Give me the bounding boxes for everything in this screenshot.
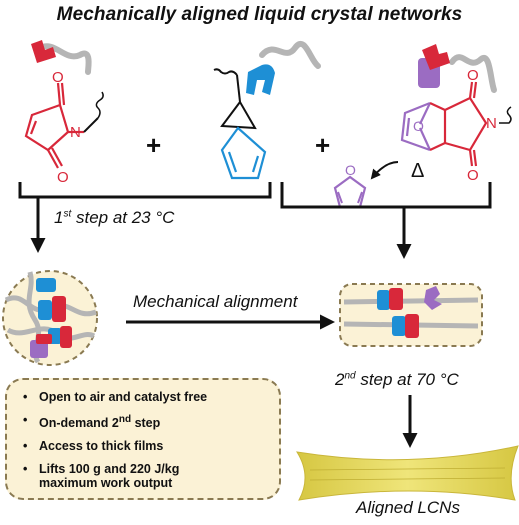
product-bracket xyxy=(280,182,492,259)
retro-reaction-arrow xyxy=(370,161,399,180)
feature-item: Open to air and catalyst free xyxy=(23,390,279,404)
polydomain-network xyxy=(2,270,98,366)
step2-label: 2nd step at 70 °C xyxy=(335,370,459,389)
reactant-bracket xyxy=(18,182,272,253)
heat-symbol: Δ xyxy=(411,160,425,182)
mechanical-alignment-label: Mechanical alignment xyxy=(133,292,298,311)
lcn-film xyxy=(295,445,519,501)
maleimide-cartoon xyxy=(31,40,92,75)
plus-sign: + xyxy=(315,130,331,160)
bridge-oxygen-label: O xyxy=(413,118,424,134)
page-title: Mechanically aligned liquid crystal netw… xyxy=(56,4,463,25)
maleimide-molecule: O O N xyxy=(24,40,104,186)
diene-cartoon xyxy=(246,41,321,95)
feature-item: Access to thick films xyxy=(23,439,279,453)
oxygen-label: O xyxy=(467,67,479,84)
nitrogen-label: N xyxy=(486,115,497,132)
aligned-network xyxy=(339,283,483,347)
nitrogen-label: N xyxy=(70,124,81,141)
feature-item: On-demand 2nd step xyxy=(23,413,279,430)
spiro-diene-molecule xyxy=(213,41,321,180)
step1-label: 1st step at 23 °C xyxy=(54,208,175,227)
adduct-cartoon xyxy=(418,44,497,93)
oxygen-label: O xyxy=(52,69,64,86)
features-list: Open to air and catalyst free On-demand … xyxy=(7,380,279,490)
oxygen-label: O xyxy=(467,167,479,184)
plus-sign: + xyxy=(146,130,162,160)
aligned-lcns-label: Aligned LCNs xyxy=(356,498,460,517)
features-box: Open to air and catalyst free On-demand … xyxy=(5,378,281,500)
furan-oxygen-label: O xyxy=(345,162,356,178)
adduct-molecule: O O O N xyxy=(400,44,512,184)
furan-molecule: O xyxy=(333,162,367,209)
oxygen-label: O xyxy=(57,169,69,186)
